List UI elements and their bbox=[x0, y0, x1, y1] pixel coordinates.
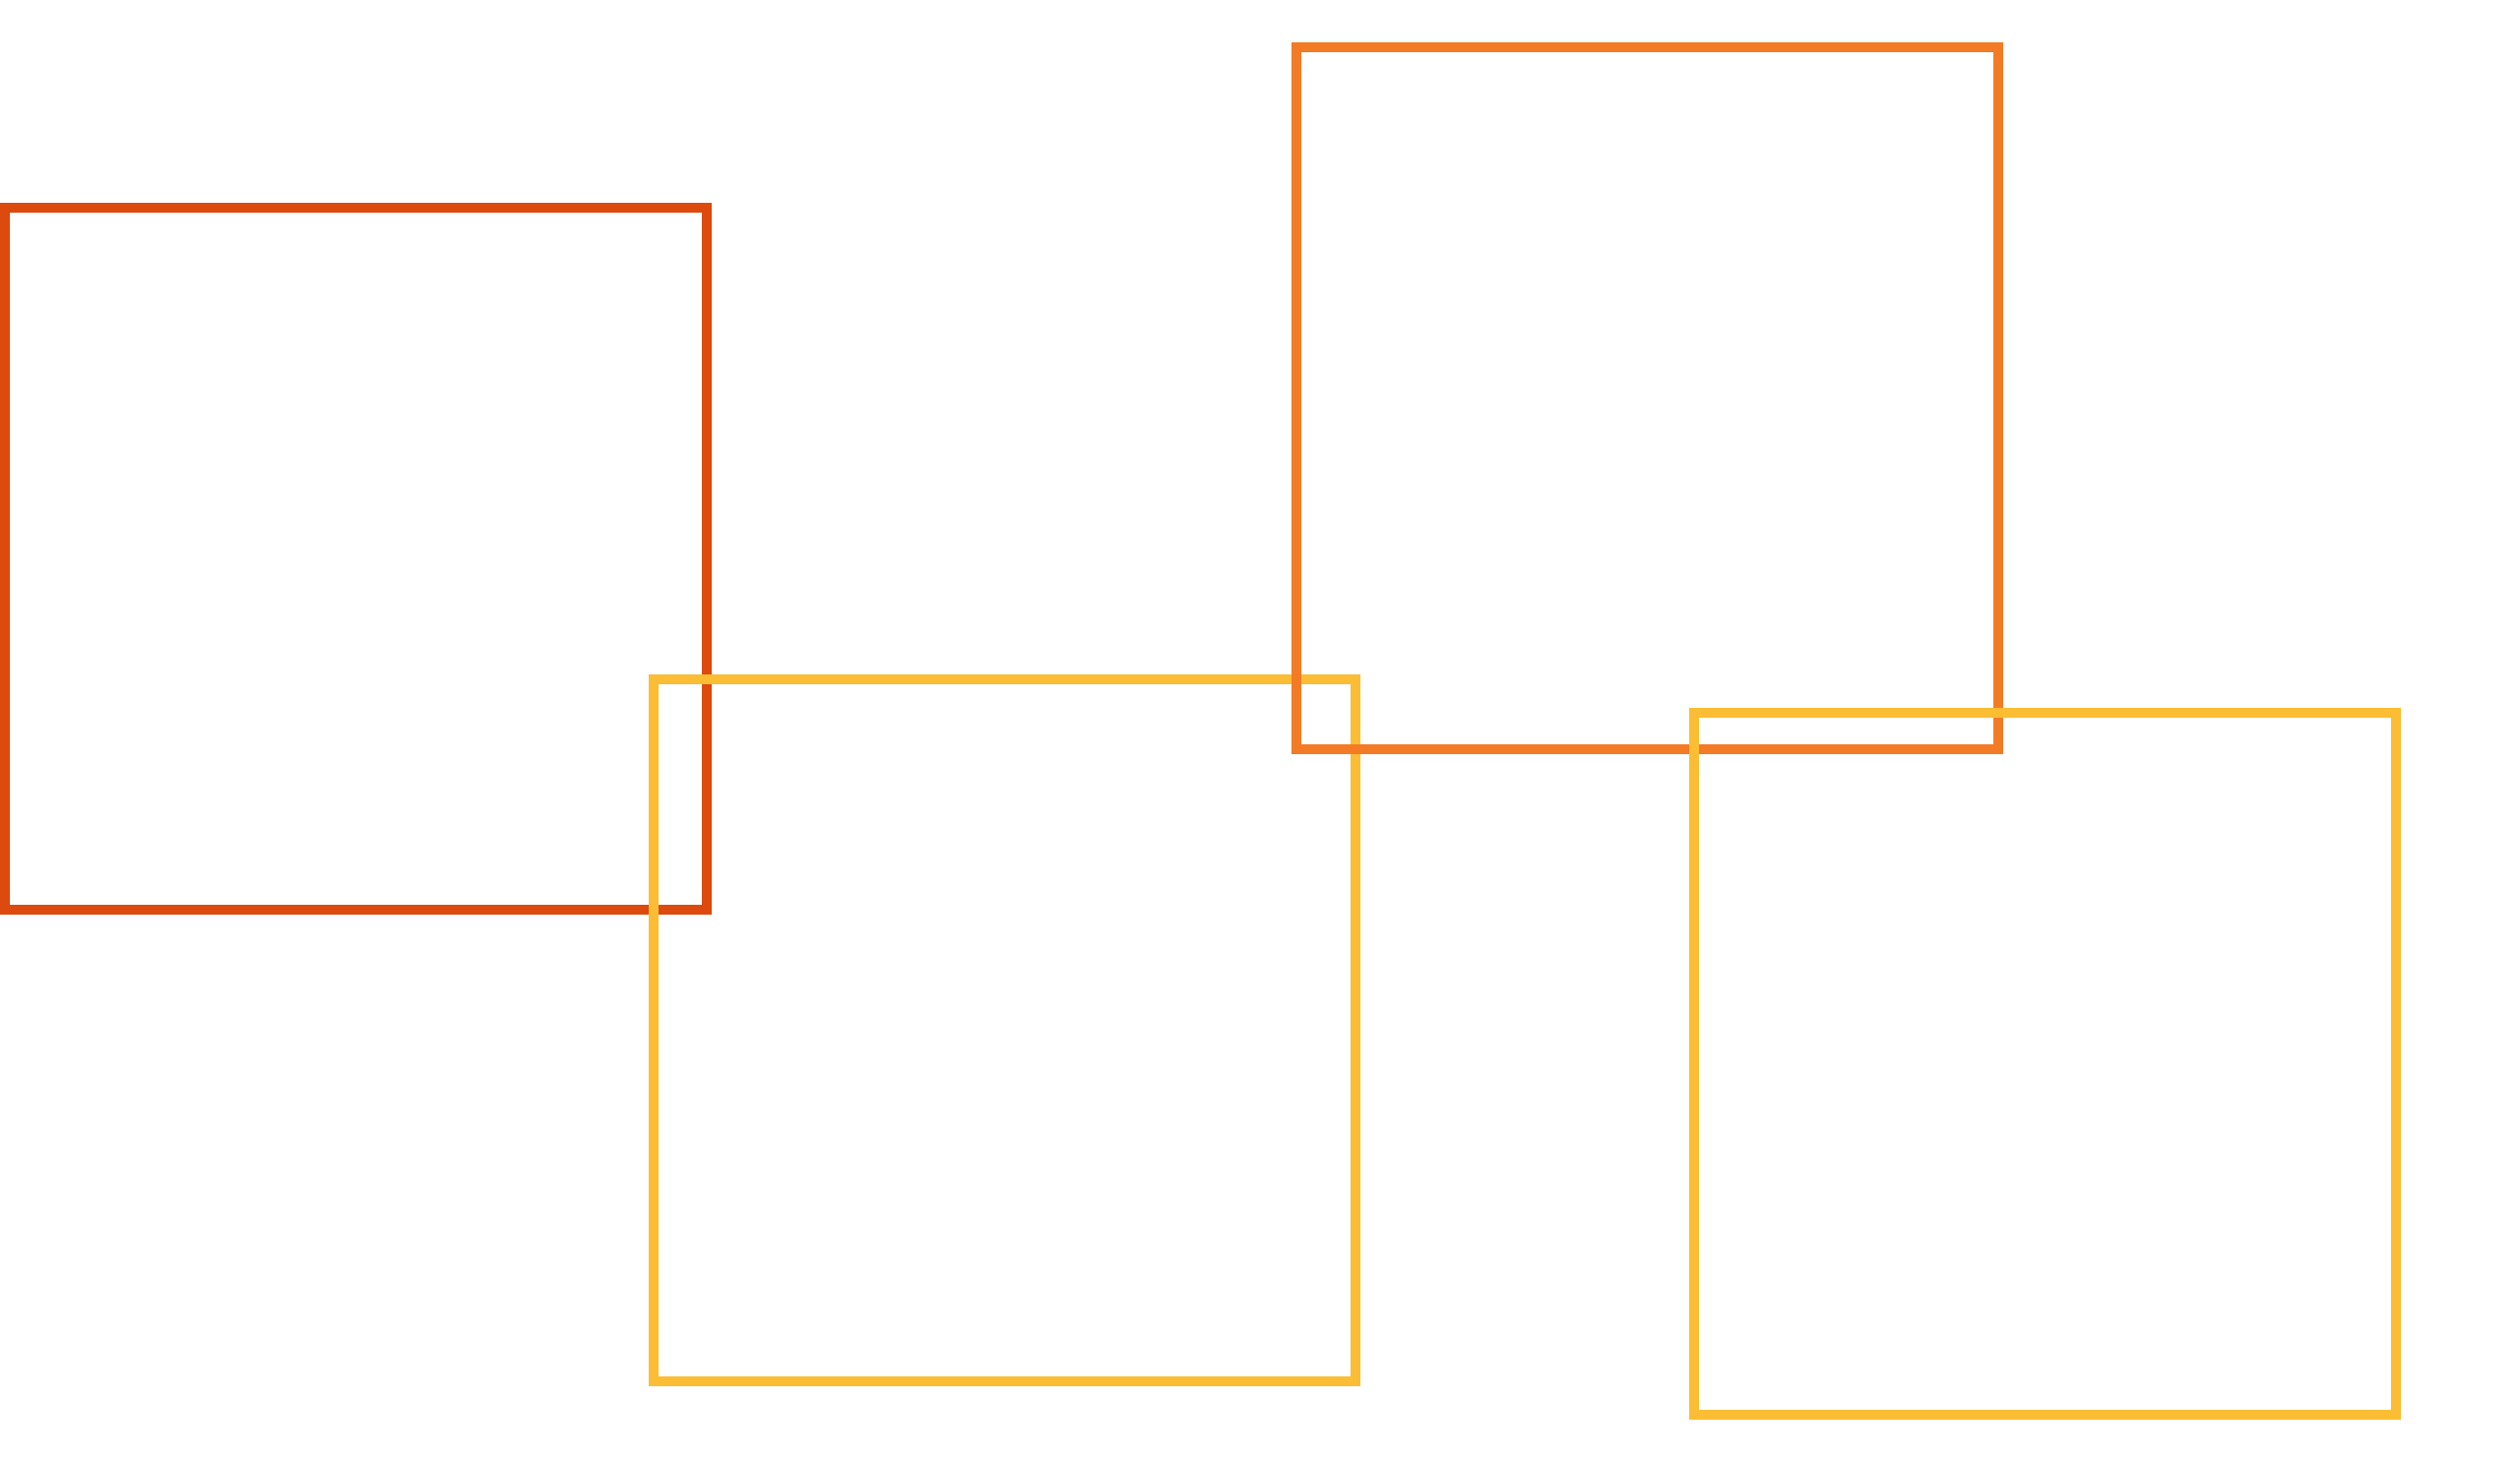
square-outline-yellow-left bbox=[649, 674, 1360, 1386]
square-outline-dark-orange bbox=[0, 203, 712, 915]
square-outline-orange bbox=[1292, 42, 2003, 754]
square-outline-yellow-right bbox=[1689, 708, 2401, 1420]
